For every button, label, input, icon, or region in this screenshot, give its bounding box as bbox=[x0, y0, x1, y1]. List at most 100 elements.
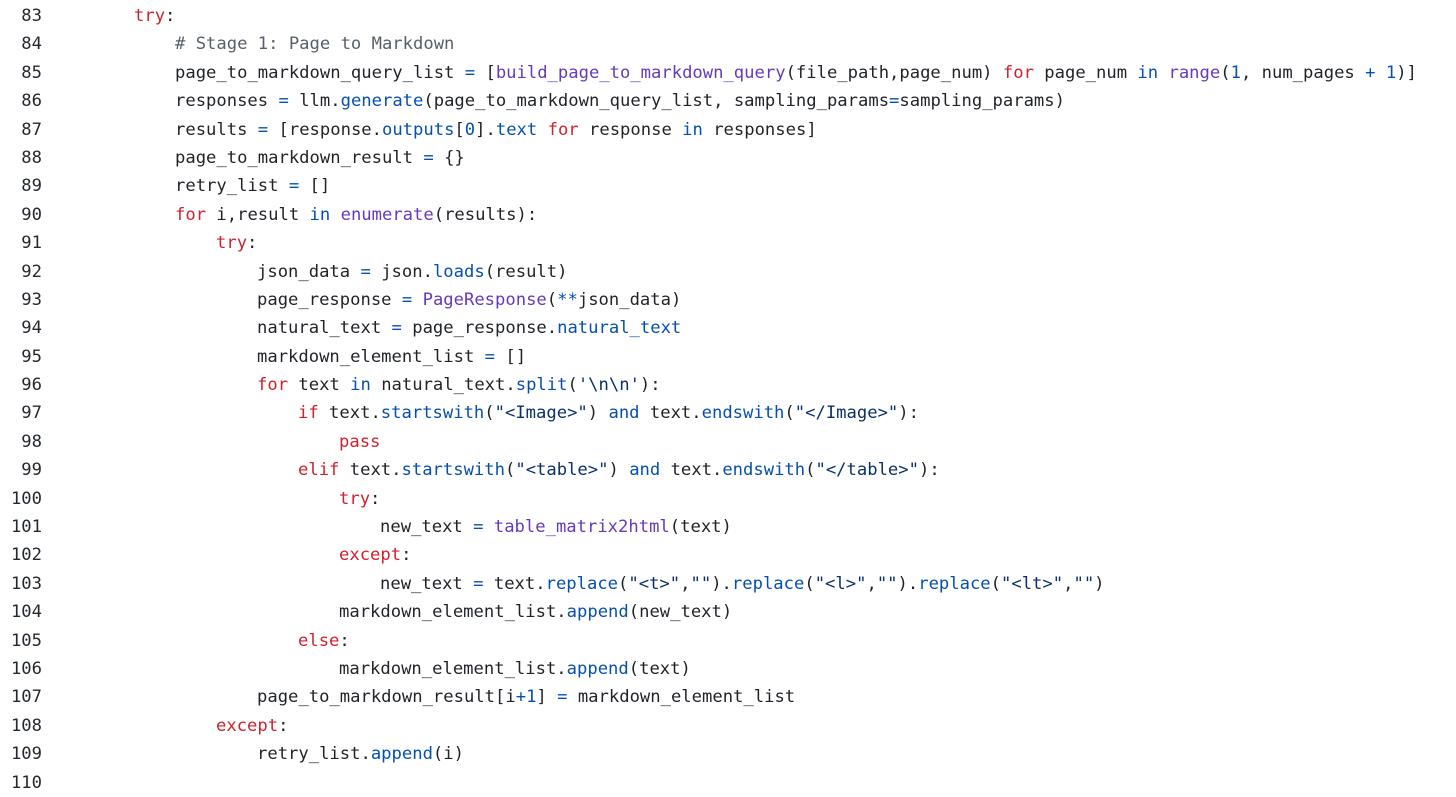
code-token: markdown_element_list bbox=[257, 346, 485, 367]
line-code: page_to_markdown_query_list = [build_pag… bbox=[175, 59, 1417, 87]
line-number[interactable]: 95 bbox=[21, 346, 42, 367]
code-token: (text) bbox=[669, 517, 732, 538]
line-number[interactable]: 107 bbox=[10, 687, 42, 708]
line-number[interactable]: 99 bbox=[21, 460, 42, 481]
code-token: "<t>" bbox=[628, 573, 681, 594]
code-token: for bbox=[257, 375, 289, 396]
code-token: new_text bbox=[380, 573, 474, 594]
code-token: (file_path,page_num) bbox=[785, 62, 1003, 83]
code-token: = bbox=[889, 91, 900, 112]
code-token: append bbox=[566, 658, 629, 679]
code-token: text. bbox=[318, 403, 381, 424]
code-token: ) bbox=[587, 403, 609, 424]
code-token: + bbox=[515, 687, 527, 708]
code-token: , bbox=[1063, 573, 1074, 594]
code-token: startswith bbox=[401, 460, 505, 481]
code-token: page_response bbox=[257, 289, 402, 310]
line-number[interactable]: 110 bbox=[10, 772, 42, 793]
code-token: )] bbox=[1396, 62, 1417, 83]
code-token: 1 bbox=[526, 687, 537, 708]
code-token: ). bbox=[897, 573, 919, 594]
code-token: text. bbox=[483, 573, 546, 594]
code-token: (results): bbox=[433, 204, 538, 225]
code-token: [] bbox=[495, 346, 527, 367]
line-number[interactable]: 106 bbox=[10, 658, 42, 679]
line-number[interactable]: 96 bbox=[21, 375, 42, 396]
code-token: text. bbox=[639, 403, 702, 424]
line-number[interactable]: 100 bbox=[10, 488, 42, 509]
line-code: retry_list.append(i) bbox=[257, 740, 464, 768]
line-number[interactable]: 92 bbox=[21, 261, 42, 282]
code-token: natural_text bbox=[257, 318, 392, 339]
code-token: = bbox=[473, 573, 484, 594]
line-number[interactable]: 84 bbox=[21, 34, 42, 55]
line-number[interactable]: 104 bbox=[10, 602, 42, 623]
line-number[interactable]: 97 bbox=[21, 403, 42, 424]
code-token: text bbox=[495, 119, 538, 140]
line-number[interactable]: 91 bbox=[21, 233, 42, 254]
code-token: "" bbox=[690, 573, 712, 594]
line-number[interactable]: 88 bbox=[21, 147, 42, 168]
code-token: : bbox=[165, 6, 176, 26]
code-token: replace bbox=[918, 573, 991, 594]
code-token: in bbox=[350, 375, 371, 396]
code-token: json. bbox=[370, 261, 433, 282]
code-token: append bbox=[370, 744, 433, 765]
code-token: = bbox=[288, 176, 300, 197]
code-token: json_data bbox=[257, 261, 361, 282]
code-token: ( bbox=[1220, 62, 1231, 83]
code-token: natural_text. bbox=[370, 375, 516, 396]
line-number[interactable]: 109 bbox=[10, 744, 42, 765]
code-token: , bbox=[866, 573, 877, 594]
line-number[interactable]: 86 bbox=[21, 91, 42, 112]
code-token: [ bbox=[475, 62, 496, 83]
line-number[interactable]: 83 bbox=[21, 6, 42, 26]
line-code: except: bbox=[216, 712, 288, 740]
line-number[interactable]: 85 bbox=[21, 62, 42, 83]
code-token: sampling_params) bbox=[899, 91, 1065, 112]
code-token: ): bbox=[639, 375, 661, 396]
code-token: ] bbox=[536, 687, 558, 708]
code-token: = bbox=[473, 517, 484, 538]
code-token: "</Image>" bbox=[794, 403, 899, 424]
line-code: natural_text = page_response.natural_tex… bbox=[257, 314, 681, 342]
code-token: ( bbox=[504, 460, 516, 481]
line-number[interactable]: 87 bbox=[21, 119, 42, 140]
code-token: (new_text) bbox=[628, 602, 733, 623]
line-number[interactable]: 93 bbox=[21, 289, 42, 310]
line-number[interactable]: 90 bbox=[21, 204, 42, 225]
code-token: = bbox=[360, 261, 371, 282]
code-token: [response. bbox=[268, 119, 382, 140]
code-token: ). bbox=[711, 573, 732, 594]
code-token: except bbox=[339, 545, 402, 566]
line-number[interactable]: 101 bbox=[10, 517, 42, 538]
code-token: replace bbox=[731, 573, 805, 594]
code-token: (i) bbox=[432, 744, 464, 765]
code-token: ): bbox=[918, 460, 940, 481]
code-token: [ bbox=[454, 119, 465, 140]
line-number[interactable]: 98 bbox=[21, 431, 42, 452]
code-token: i,result bbox=[206, 204, 310, 225]
code-token: '\n\n' bbox=[577, 375, 640, 396]
line-number[interactable]: 105 bbox=[10, 630, 42, 651]
line-number[interactable]: 108 bbox=[10, 715, 42, 736]
code-token: text bbox=[288, 375, 351, 396]
code-token: = bbox=[557, 687, 568, 708]
line-number[interactable]: 103 bbox=[10, 573, 42, 594]
code-token: range bbox=[1168, 62, 1221, 83]
code-token: natural_text bbox=[557, 318, 682, 339]
code-token: ) bbox=[608, 460, 630, 481]
code-token: PageResponse bbox=[422, 289, 547, 310]
code-token: = bbox=[401, 289, 413, 310]
code-token bbox=[537, 120, 547, 140]
code-line: 110 bbox=[0, 769, 1456, 797]
line-number[interactable]: 89 bbox=[21, 176, 42, 197]
code-token: 0 bbox=[464, 119, 476, 140]
line-number[interactable]: 102 bbox=[10, 545, 42, 566]
line-number[interactable]: 94 bbox=[21, 318, 42, 339]
code-token: enumerate bbox=[340, 204, 434, 225]
